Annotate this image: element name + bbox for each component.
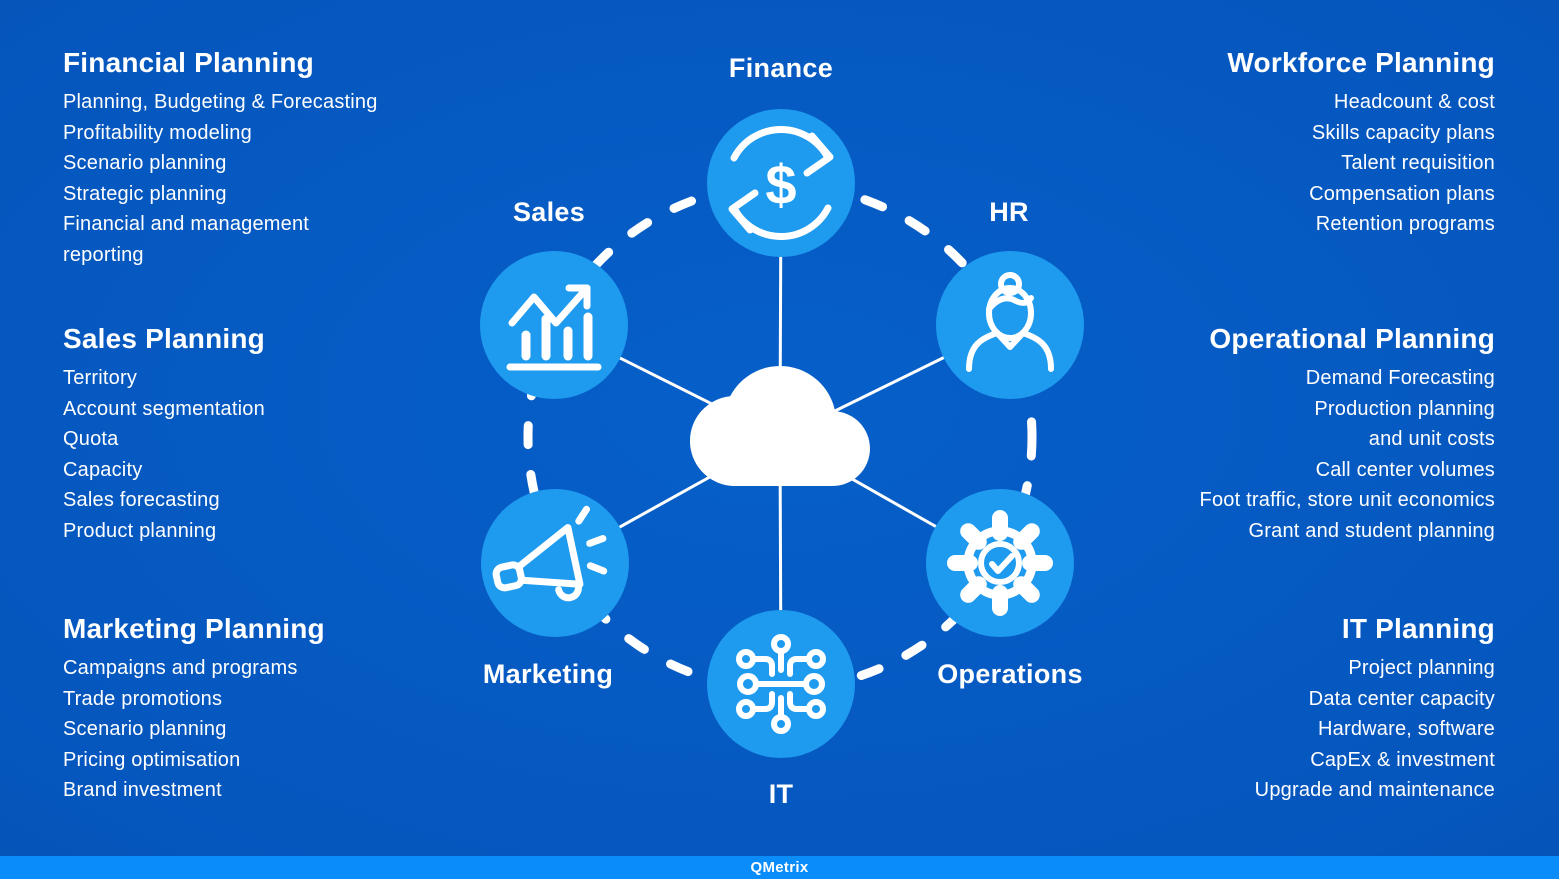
list-item: Headcount & cost [1333, 91, 1495, 113]
node-operations [926, 489, 1074, 637]
circuit-icon [736, 634, 826, 734]
cloud-icon [690, 366, 870, 486]
section-title: Marketing Planning [63, 613, 325, 644]
list-item: Project planning [1348, 657, 1495, 679]
list-item: Capacity [63, 458, 143, 481]
list-item: Foot traffic, store unit economics [1199, 489, 1495, 512]
list-item: Strategic planning [63, 182, 227, 205]
list-item: Demand Forecasting [1305, 367, 1495, 389]
node-label-hr: HR [989, 197, 1029, 227]
section-operational-planning: Operational Planning Demand Forecasting … [1025, 322, 1495, 547]
dollar-sync-icon: $ [728, 126, 834, 240]
brand-logo: QMetrix [750, 859, 809, 876]
list-item: Trade promotions [63, 687, 223, 710]
node-it [707, 610, 855, 758]
list-item: Scenario planning [63, 152, 227, 175]
dollar-glyph: $ [765, 153, 796, 216]
section-title: Sales Planning [63, 323, 265, 354]
section-financial-planning: Financial Planning Planning, Budgeting &… [63, 46, 533, 271]
section-title: IT Planning [1341, 613, 1495, 644]
list-item: Scenario planning [63, 718, 227, 741]
node-label-sales: Sales [512, 197, 586, 227]
megaphone-icon [492, 505, 608, 602]
list-item: Skills capacity plans [1311, 121, 1495, 144]
list-item: Grant and student planning [1248, 519, 1495, 542]
list-item: Profitability modeling [63, 121, 252, 144]
list-item: Talent requisition [1341, 152, 1495, 175]
list-item: Account segmentation [63, 397, 265, 420]
list-item: Retention programs [1315, 213, 1495, 236]
node-circle [481, 489, 629, 637]
gear-check-icon [947, 510, 1053, 616]
node-hr [936, 251, 1084, 399]
node-label-operations: Operations [937, 659, 1083, 689]
list-item: Hardware, software [1318, 718, 1495, 741]
list-item: Product planning [63, 519, 217, 542]
list-item: Planning, Budgeting & Forecasting [63, 91, 378, 113]
list-item: Territory [63, 367, 138, 389]
list-item: CapEx & investment [1310, 748, 1495, 771]
bar-chart-icon [506, 284, 602, 371]
node-label-it: IT [768, 779, 794, 809]
list-item: Production planning and unit costs [1314, 397, 1495, 451]
section-marketing-planning: Marketing Planning Campaigns and program… [63, 612, 533, 806]
list-item: Data center capacity [1308, 687, 1495, 710]
node-circle [936, 251, 1084, 399]
list-item: Sales forecasting [63, 489, 220, 512]
list-item: Quota [63, 428, 119, 451]
section-title: Operational Planning [1209, 323, 1495, 354]
list-item: Brand investment [63, 779, 222, 802]
section-it-planning: IT Planning Project planning Data center… [1025, 612, 1495, 806]
node-label-marketing: Marketing [482, 659, 614, 689]
node-marketing [481, 489, 629, 637]
section-workforce-planning: Workforce Planning Headcount & cost Skil… [1025, 46, 1495, 240]
section-sales-planning: Sales Planning Territory Account segment… [63, 322, 533, 547]
list-item: Financial and management reporting [63, 213, 310, 266]
list-item: Call center volumes [1315, 458, 1495, 481]
list-item: Campaigns and programs [63, 657, 298, 679]
footer-bar: QMetrix [0, 856, 1559, 879]
person-icon [966, 272, 1054, 372]
list-item: Upgrade and maintenance [1254, 779, 1495, 802]
section-title: Financial Planning [63, 47, 314, 78]
node-finance: $ [707, 109, 855, 257]
section-title: Workforce Planning [1227, 47, 1495, 78]
list-item: Pricing optimisation [63, 748, 241, 771]
node-sales [480, 251, 628, 399]
list-item: Compensation plans [1309, 182, 1495, 205]
node-label-finance: Finance [728, 53, 834, 83]
